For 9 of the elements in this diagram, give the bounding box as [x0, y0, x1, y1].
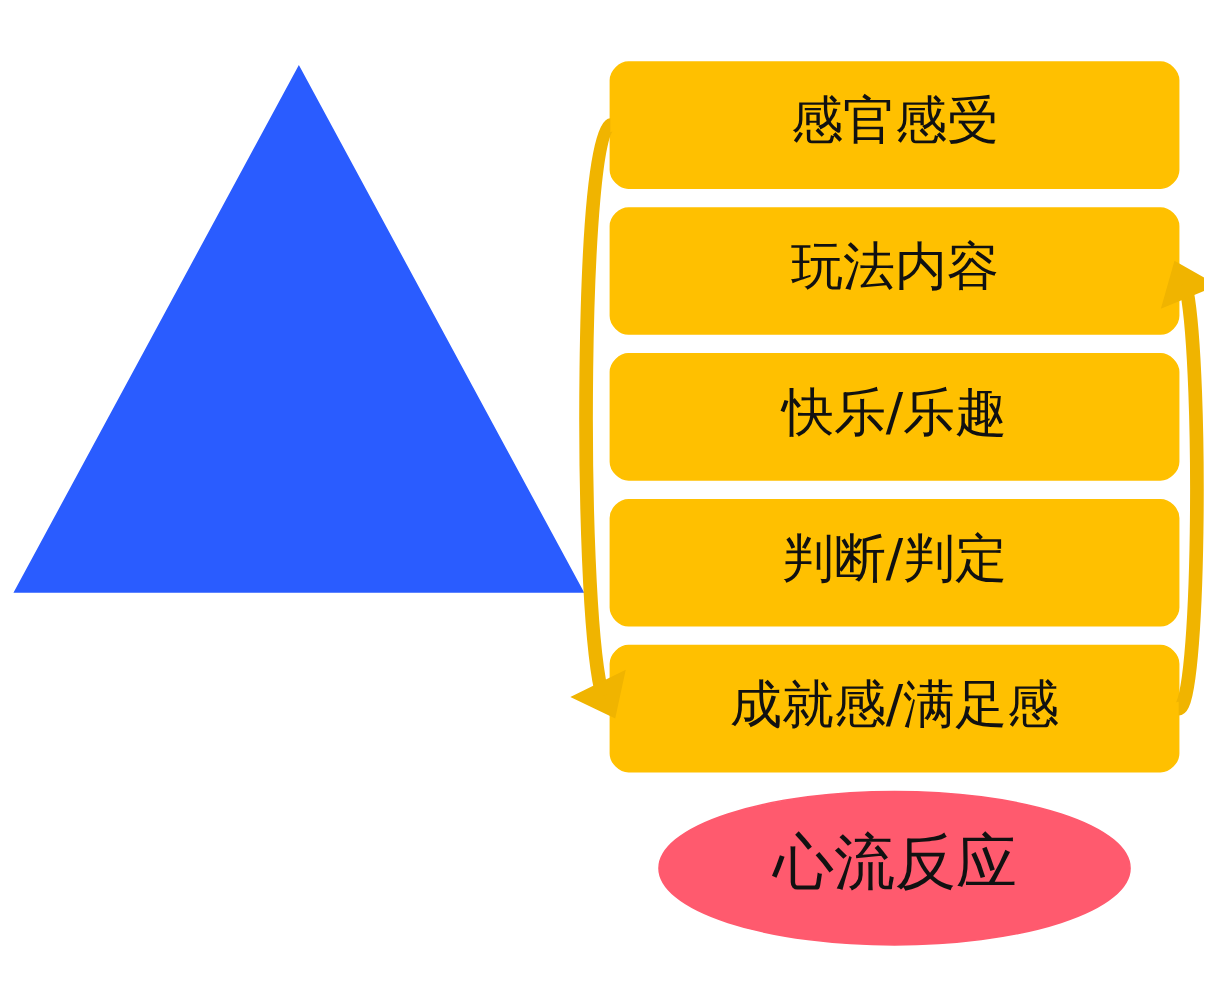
node-box: 成就感/满足感	[609, 644, 1180, 773]
node-triangle	[13, 65, 585, 593]
node-box: 玩法内容	[609, 207, 1180, 335]
arrow	[1160, 260, 1204, 713]
arrow	[570, 121, 626, 719]
node-box: 判断/判定	[609, 498, 1180, 627]
node-ellipse: 心流反应	[658, 790, 1131, 946]
node-box: 感官感受	[609, 61, 1180, 189]
node-box: 快乐/乐趣	[609, 353, 1180, 481]
